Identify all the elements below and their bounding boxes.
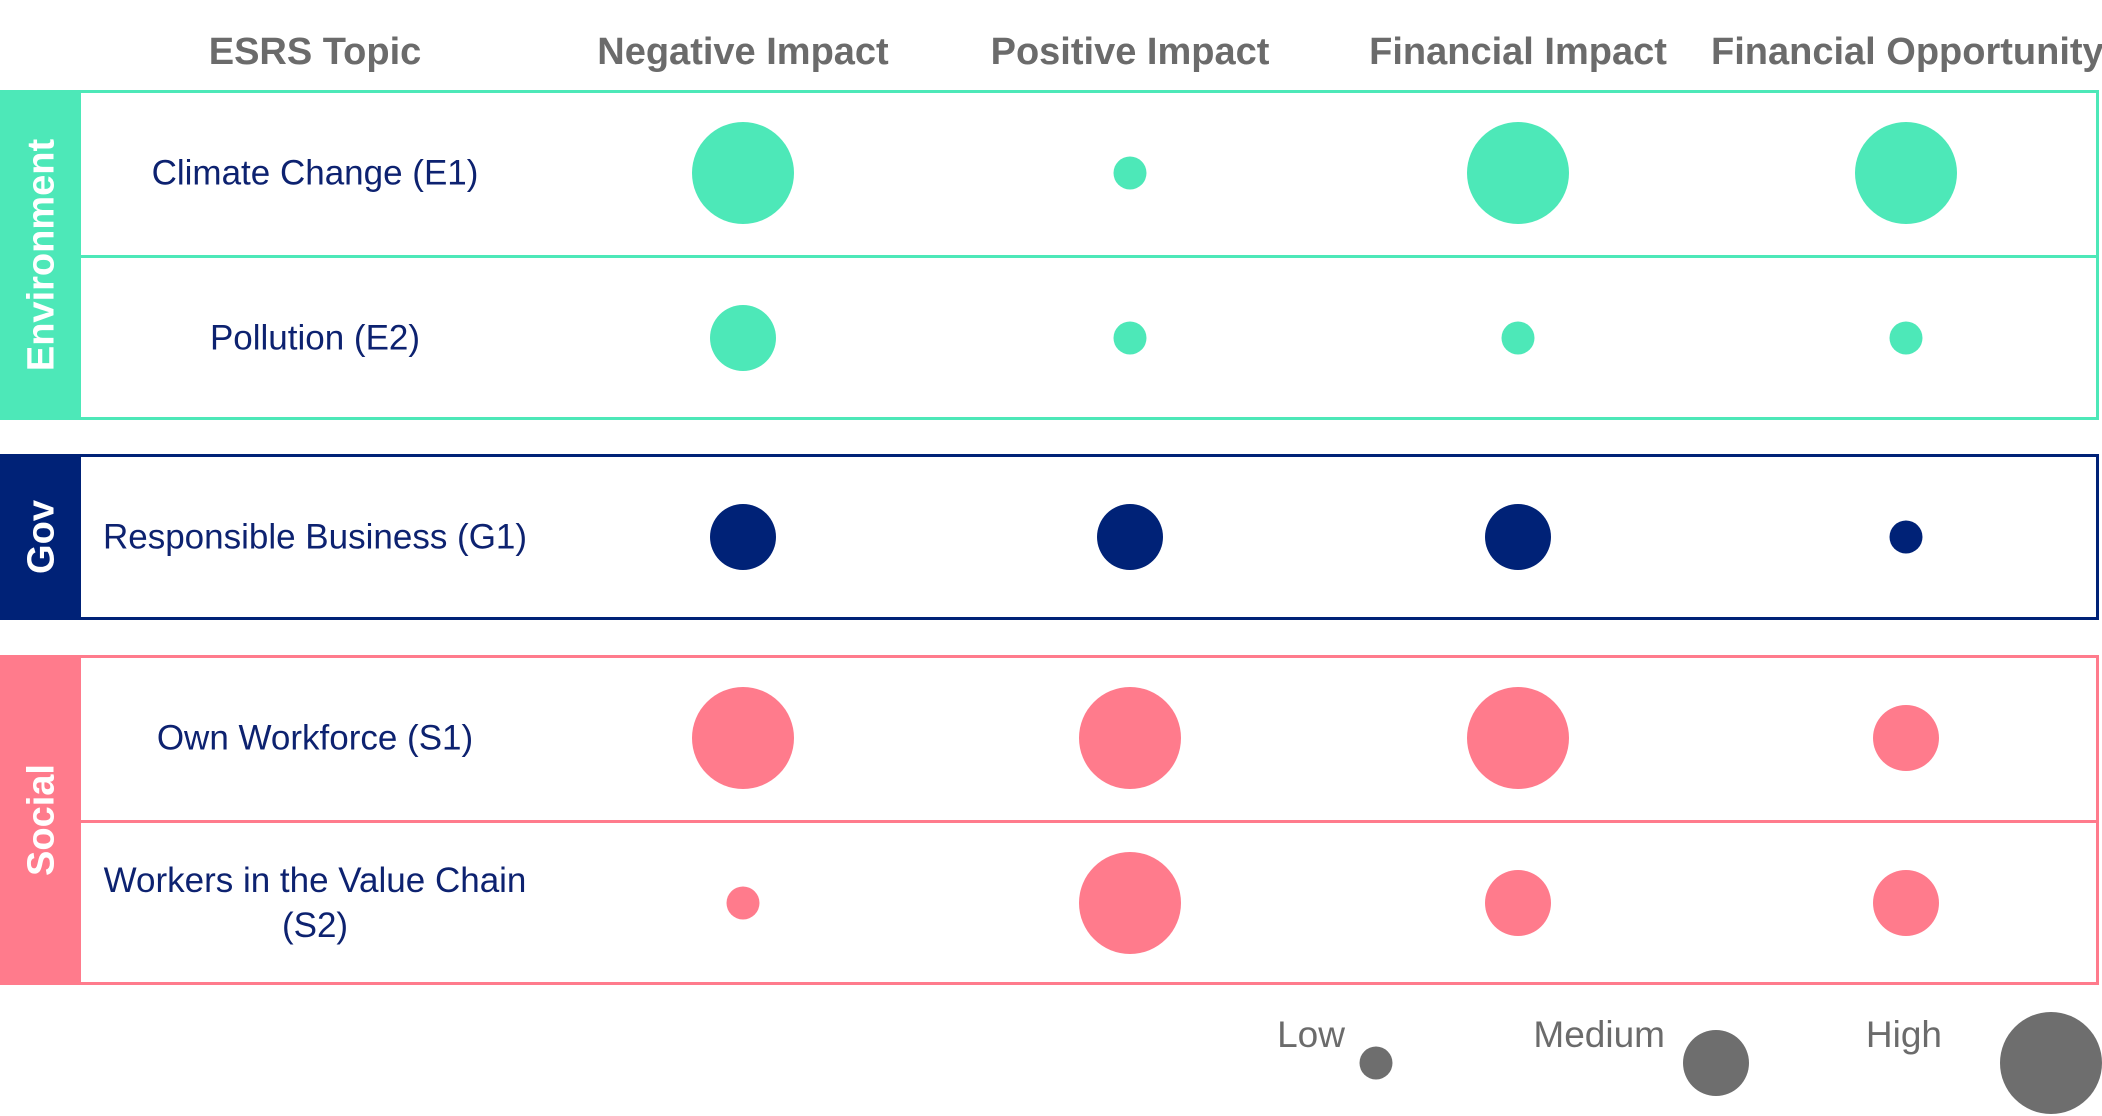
group-label: Social: [20, 764, 63, 876]
bubble-positive-impact: [1097, 504, 1163, 570]
group-tag-environment: Environment: [3, 93, 81, 417]
column-header-financial-impact: Financial Impact: [1369, 31, 1667, 73]
group-environment: Environment: [0, 90, 2099, 420]
legend-bubble-low: [1359, 1046, 1393, 1080]
column-header-positive-impact: Positive Impact: [990, 31, 1270, 73]
bubble-financial-opportunity: [1889, 321, 1923, 354]
legend-bubble-high: [2000, 1012, 2102, 1114]
group-tag-social: Social: [3, 658, 81, 982]
bubble-positive-impact: [1079, 686, 1181, 789]
topic-label: Own Workforce (S1): [156, 718, 474, 757]
bubble-negative-impact: [710, 304, 776, 371]
column-header-negative-impact: Negative Impact: [597, 31, 889, 73]
bubble-financial-impact: [1501, 321, 1535, 354]
bubble-positive-impact: [1079, 851, 1181, 954]
group-label: Environment: [20, 138, 63, 372]
bubble-negative-impact: [692, 121, 794, 224]
topic-label: Responsible Business (G1): [102, 517, 528, 557]
legend-label-high: High: [1865, 1014, 1942, 1055]
group-social: Social: [0, 655, 2099, 985]
bubble-financial-opportunity: [1873, 869, 1939, 936]
column-header-esrs-topic: ESRS Topic: [208, 31, 422, 73]
bubble-negative-impact: [710, 504, 776, 570]
bubble-negative-impact: [726, 886, 760, 919]
legend-label-medium: Medium: [1533, 1014, 1665, 1055]
column-header-financial-opportunity: Financial Opportunity: [1711, 31, 2102, 73]
row-divider: [81, 820, 2096, 823]
legend-label-low: Low: [1277, 1014, 1345, 1055]
bubble-positive-impact: [1113, 321, 1147, 354]
bubble-financial-impact: [1467, 121, 1569, 224]
group-gov: Gov: [0, 454, 2099, 620]
group-tag-gov: Gov: [3, 457, 81, 617]
legend-bubble-medium: [1683, 1030, 1749, 1096]
bubble-financial-impact: [1485, 504, 1551, 570]
topic-label: Pollution (E2): [209, 318, 421, 357]
group-label: Gov: [20, 500, 63, 574]
bubble-financial-opportunity: [1889, 520, 1923, 554]
bubble-financial-opportunity: [1873, 704, 1939, 771]
row-divider: [81, 255, 2096, 258]
bubble-financial-impact: [1485, 869, 1551, 936]
bubble-financial-opportunity: [1855, 121, 1957, 224]
bubble-financial-impact: [1467, 686, 1569, 789]
topic-label: Climate Change (E1): [151, 153, 479, 192]
bubble-positive-impact: [1113, 156, 1147, 189]
bubble-negative-impact: [692, 686, 794, 789]
topic-label: Workers in the Value Chain (S2): [103, 860, 527, 945]
